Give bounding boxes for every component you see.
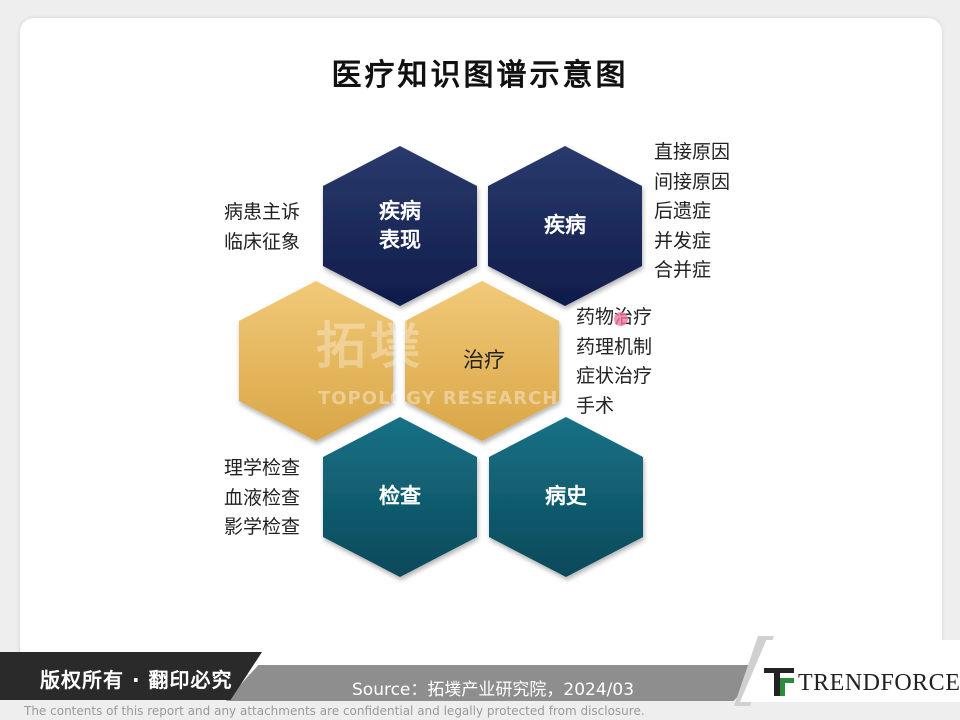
trendforce-logo-icon: [764, 668, 794, 696]
list-item: 直接原因: [654, 141, 731, 163]
list-item: 手术: [576, 394, 615, 417]
hex-disease-manifestation: [323, 146, 477, 306]
hex-label-line: 表现: [379, 228, 421, 252]
hex-treatment: [405, 281, 559, 441]
footer-disclaimer: The contents of this report and any atta…: [24, 704, 645, 718]
list-item: 后遗症: [654, 200, 712, 222]
footer-copyright-bar: 版权所有 · 翻印必究: [0, 652, 262, 700]
footer-source: Source：拓墣产业研究院，2024/03: [352, 680, 635, 700]
list-item: 症状治疗: [576, 365, 653, 387]
list-disease: 直接原因 间接原因 后遗症 并发症 合并症: [654, 138, 730, 286]
footer-copyright: 版权所有 · 翻印必究: [40, 668, 233, 692]
hex-examination: [323, 417, 477, 577]
hex-label-line: 疾病: [379, 199, 421, 223]
hex-gold-left: [239, 281, 393, 441]
list-item: 间接原因: [654, 170, 731, 193]
page-title: 医疗知识图谱示意图: [331, 58, 629, 93]
watermark-cn: 拓墣: [316, 317, 424, 375]
hex-label-examination: 检查: [379, 484, 421, 508]
list-item: 合并症: [654, 259, 712, 281]
list-treatment: 药物治疗 药理机制 症状治疗 手术: [576, 303, 652, 421]
footer-source-bar: [226, 665, 766, 701]
hex-disease: [488, 146, 642, 306]
list-item: 药理机制: [576, 335, 653, 358]
watermark-en: TOPOLOGY RESEARCH INSTITUTE: [318, 388, 680, 409]
hex-label-history: 病史: [545, 484, 587, 508]
hex-label-disease: 疾病: [544, 213, 586, 237]
list-item: 血液检查: [224, 486, 301, 509]
hex-label-manifestation: 疾病 表现: [330, 197, 470, 255]
list-item: 影学检查: [224, 516, 301, 538]
mouse-cursor-highlight: [614, 312, 628, 326]
hex-history: [489, 417, 643, 577]
hex-label-treatment: 治疗: [463, 348, 505, 372]
trendforce-logo-text: TRENDFORCE: [798, 670, 960, 696]
list-manifestation: 病患主诉 临床征象: [224, 198, 300, 257]
list-item: 理学检查: [224, 457, 301, 479]
list-item: 临床征象: [224, 230, 301, 253]
list-examination: 理学检查 血液检查 影学检查: [224, 454, 300, 543]
list-item: 病患主诉: [224, 201, 301, 223]
list-item: 并发症: [654, 229, 712, 252]
